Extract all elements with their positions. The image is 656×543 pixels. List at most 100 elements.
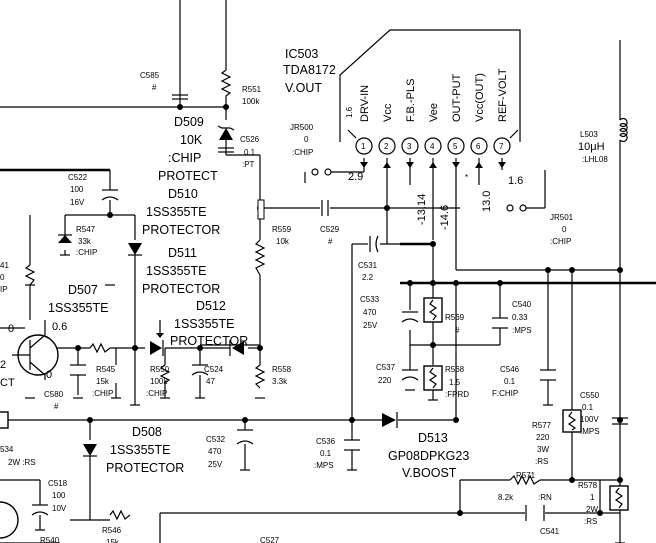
svg-text:7: 7 bbox=[499, 142, 504, 151]
svg-text:470: 470 bbox=[363, 308, 377, 317]
svg-text:C518: C518 bbox=[48, 479, 68, 488]
svg-text:0.1: 0.1 bbox=[244, 148, 256, 157]
svg-text:25V: 25V bbox=[208, 460, 223, 469]
svg-text:100k: 100k bbox=[242, 97, 260, 106]
svg-text:R545: R545 bbox=[96, 365, 116, 374]
svg-text:#: # bbox=[328, 237, 333, 246]
svg-text:C524: C524 bbox=[204, 365, 224, 374]
svg-text:R540: R540 bbox=[40, 536, 60, 543]
svg-text:C529: C529 bbox=[320, 225, 340, 234]
svg-text:3.3k: 3.3k bbox=[272, 377, 288, 386]
svg-text:534: 534 bbox=[0, 445, 14, 454]
ic-pin-5: 5 bbox=[447, 137, 465, 155]
svg-text:GP08DPKG23: GP08DPKG23 bbox=[388, 449, 469, 463]
svg-text:-13.14: -13.14 bbox=[416, 194, 428, 225]
svg-text:10V: 10V bbox=[52, 504, 67, 513]
svg-text:R547: R547 bbox=[76, 225, 96, 234]
svg-text:F:CHIP: F:CHIP bbox=[492, 389, 518, 398]
svg-text::CHIP: :CHIP bbox=[92, 389, 113, 398]
svg-text:25V: 25V bbox=[363, 321, 378, 330]
svg-text:C536: C536 bbox=[316, 437, 336, 446]
svg-text:PROTECTOR: PROTECTOR bbox=[106, 461, 184, 475]
svg-text:C580: C580 bbox=[44, 390, 64, 399]
svg-text:0.1: 0.1 bbox=[582, 403, 594, 412]
svg-text:1SS355TE: 1SS355TE bbox=[48, 301, 108, 315]
svg-text::LHL08: :LHL08 bbox=[582, 155, 608, 164]
svg-text:C527: C527 bbox=[260, 536, 280, 543]
svg-text:220: 220 bbox=[378, 376, 392, 385]
svg-text:R569: R569 bbox=[445, 313, 465, 322]
svg-text:C537: C537 bbox=[376, 363, 396, 372]
svg-text:R578: R578 bbox=[578, 481, 598, 490]
svg-text:41: 41 bbox=[0, 261, 9, 270]
svg-text::CHIP: :CHIP bbox=[168, 151, 201, 165]
svg-text:DRV-IN: DRV-IN bbox=[359, 85, 371, 122]
svg-text:3W: 3W bbox=[537, 445, 549, 454]
ground-symbols bbox=[25, 254, 625, 543]
svg-text:#: # bbox=[455, 326, 460, 335]
svg-text:3: 3 bbox=[407, 142, 412, 151]
svg-text:C540: C540 bbox=[512, 300, 532, 309]
svg-text::CHIP: :CHIP bbox=[550, 237, 571, 246]
svg-text:1.6: 1.6 bbox=[508, 175, 523, 187]
svg-text:Vcc: Vcc bbox=[382, 103, 394, 122]
svg-text:10K: 10K bbox=[180, 133, 203, 147]
component-symbols bbox=[0, 69, 629, 539]
svg-text:1.5: 1.5 bbox=[449, 378, 461, 387]
svg-text:#: # bbox=[152, 83, 157, 92]
svg-text:#: # bbox=[54, 402, 59, 411]
svg-text:1SS355TE: 1SS355TE bbox=[110, 443, 170, 457]
svg-text:470: 470 bbox=[208, 447, 222, 456]
svg-text:2: 2 bbox=[0, 359, 6, 371]
svg-text:C585: C585 bbox=[140, 71, 160, 80]
svg-text:R558: R558 bbox=[272, 365, 292, 374]
svg-text:C533: C533 bbox=[360, 295, 380, 304]
svg-text:220: 220 bbox=[536, 433, 550, 442]
ic-pin-names: DRV-IN Vcc F.B.-PLS Vee OUT-PUT Vcc(OUT)… bbox=[345, 68, 509, 122]
svg-text:JR500: JR500 bbox=[290, 123, 314, 132]
svg-text:R571: R571 bbox=[516, 471, 536, 480]
ic-pins: 1 2 3 4 5 6 7 bbox=[347, 129, 519, 168]
svg-text:R577: R577 bbox=[532, 421, 552, 430]
svg-text:0.6: 0.6 bbox=[52, 321, 67, 333]
svg-text:PROTECTOR: PROTECTOR bbox=[142, 223, 220, 237]
svg-text:0: 0 bbox=[304, 135, 309, 144]
svg-text:V.BOOST: V.BOOST bbox=[402, 466, 457, 480]
svg-text:100: 100 bbox=[70, 185, 84, 194]
ic-function-label: V.OUT bbox=[285, 81, 322, 95]
svg-text:D512: D512 bbox=[196, 299, 226, 313]
svg-text:C531: C531 bbox=[358, 261, 378, 270]
svg-text:PROTECT: PROTECT bbox=[158, 169, 218, 183]
svg-text:D510: D510 bbox=[168, 187, 198, 201]
svg-text::MPS: :MPS bbox=[580, 427, 600, 436]
ic-part-label: TDA8172 bbox=[283, 63, 336, 77]
svg-text::PT: :PT bbox=[242, 160, 255, 169]
svg-text:JR501: JR501 bbox=[550, 213, 574, 222]
svg-text:C546: C546 bbox=[500, 365, 520, 374]
ic-ref-label: IC503 bbox=[285, 47, 318, 61]
svg-text:2W: 2W bbox=[586, 505, 598, 514]
svg-text:R568: R568 bbox=[445, 365, 465, 374]
svg-text:1SS355TE: 1SS355TE bbox=[146, 205, 206, 219]
svg-text:6: 6 bbox=[476, 142, 481, 151]
svg-text:C526: C526 bbox=[240, 135, 260, 144]
svg-text:10k: 10k bbox=[276, 237, 290, 246]
svg-text:100k: 100k bbox=[150, 377, 168, 386]
svg-text:15k: 15k bbox=[106, 538, 120, 543]
svg-text:100: 100 bbox=[52, 491, 66, 500]
svg-text:C541: C541 bbox=[540, 527, 560, 536]
svg-text::MPS: :MPS bbox=[314, 461, 334, 470]
svg-text::MPS: :MPS bbox=[512, 326, 532, 335]
svg-text:D511: D511 bbox=[168, 246, 197, 260]
svg-text:1: 1 bbox=[361, 142, 366, 151]
ic-pin-6: 6 bbox=[470, 137, 488, 155]
svg-text:16V: 16V bbox=[70, 198, 85, 207]
svg-text:1: 1 bbox=[590, 493, 595, 502]
svg-text::CHIP: :CHIP bbox=[76, 248, 97, 257]
svg-text:2: 2 bbox=[384, 142, 389, 151]
svg-text:R551: R551 bbox=[242, 85, 262, 94]
svg-text:REF-VOLT: REF-VOLT bbox=[497, 68, 509, 122]
svg-text:Vee: Vee bbox=[428, 103, 440, 122]
svg-text:100V: 100V bbox=[580, 415, 599, 424]
svg-text:1SS355TE: 1SS355TE bbox=[174, 317, 234, 331]
